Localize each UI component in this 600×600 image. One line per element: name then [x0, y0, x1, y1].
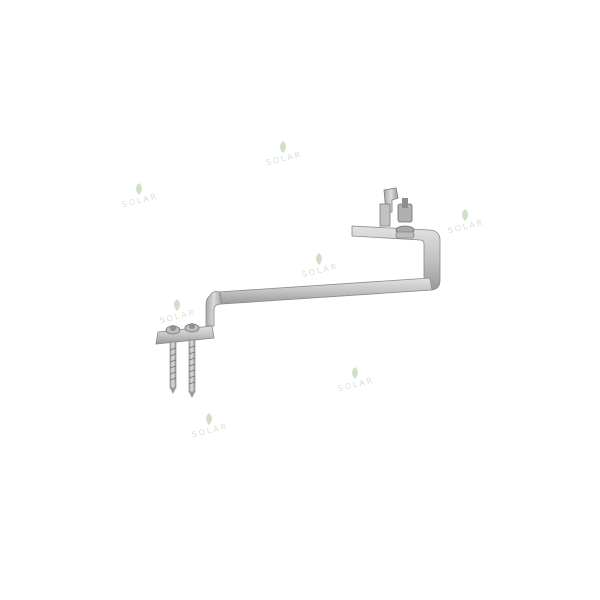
lag-screw — [165, 325, 181, 394]
leaf-icon — [206, 413, 212, 425]
watermark: SOLAR — [148, 298, 208, 338]
main-arm — [205, 277, 433, 327]
leaf-icon — [136, 183, 142, 195]
leaf-icon — [352, 367, 358, 379]
watermark: SOLAR — [180, 412, 240, 452]
rail-clamp — [379, 187, 415, 239]
watermark: SOLAR — [326, 366, 386, 406]
lag-screw — [184, 323, 200, 398]
leaf-icon — [462, 209, 468, 221]
leaf-icon — [174, 299, 180, 311]
watermark: SOLAR — [254, 140, 314, 180]
leaf-icon — [280, 141, 286, 153]
watermark: SOLAR — [290, 252, 350, 292]
leaf-icon — [316, 253, 322, 265]
watermark: SOLAR — [110, 182, 170, 222]
watermark: SOLAR — [436, 208, 496, 248]
